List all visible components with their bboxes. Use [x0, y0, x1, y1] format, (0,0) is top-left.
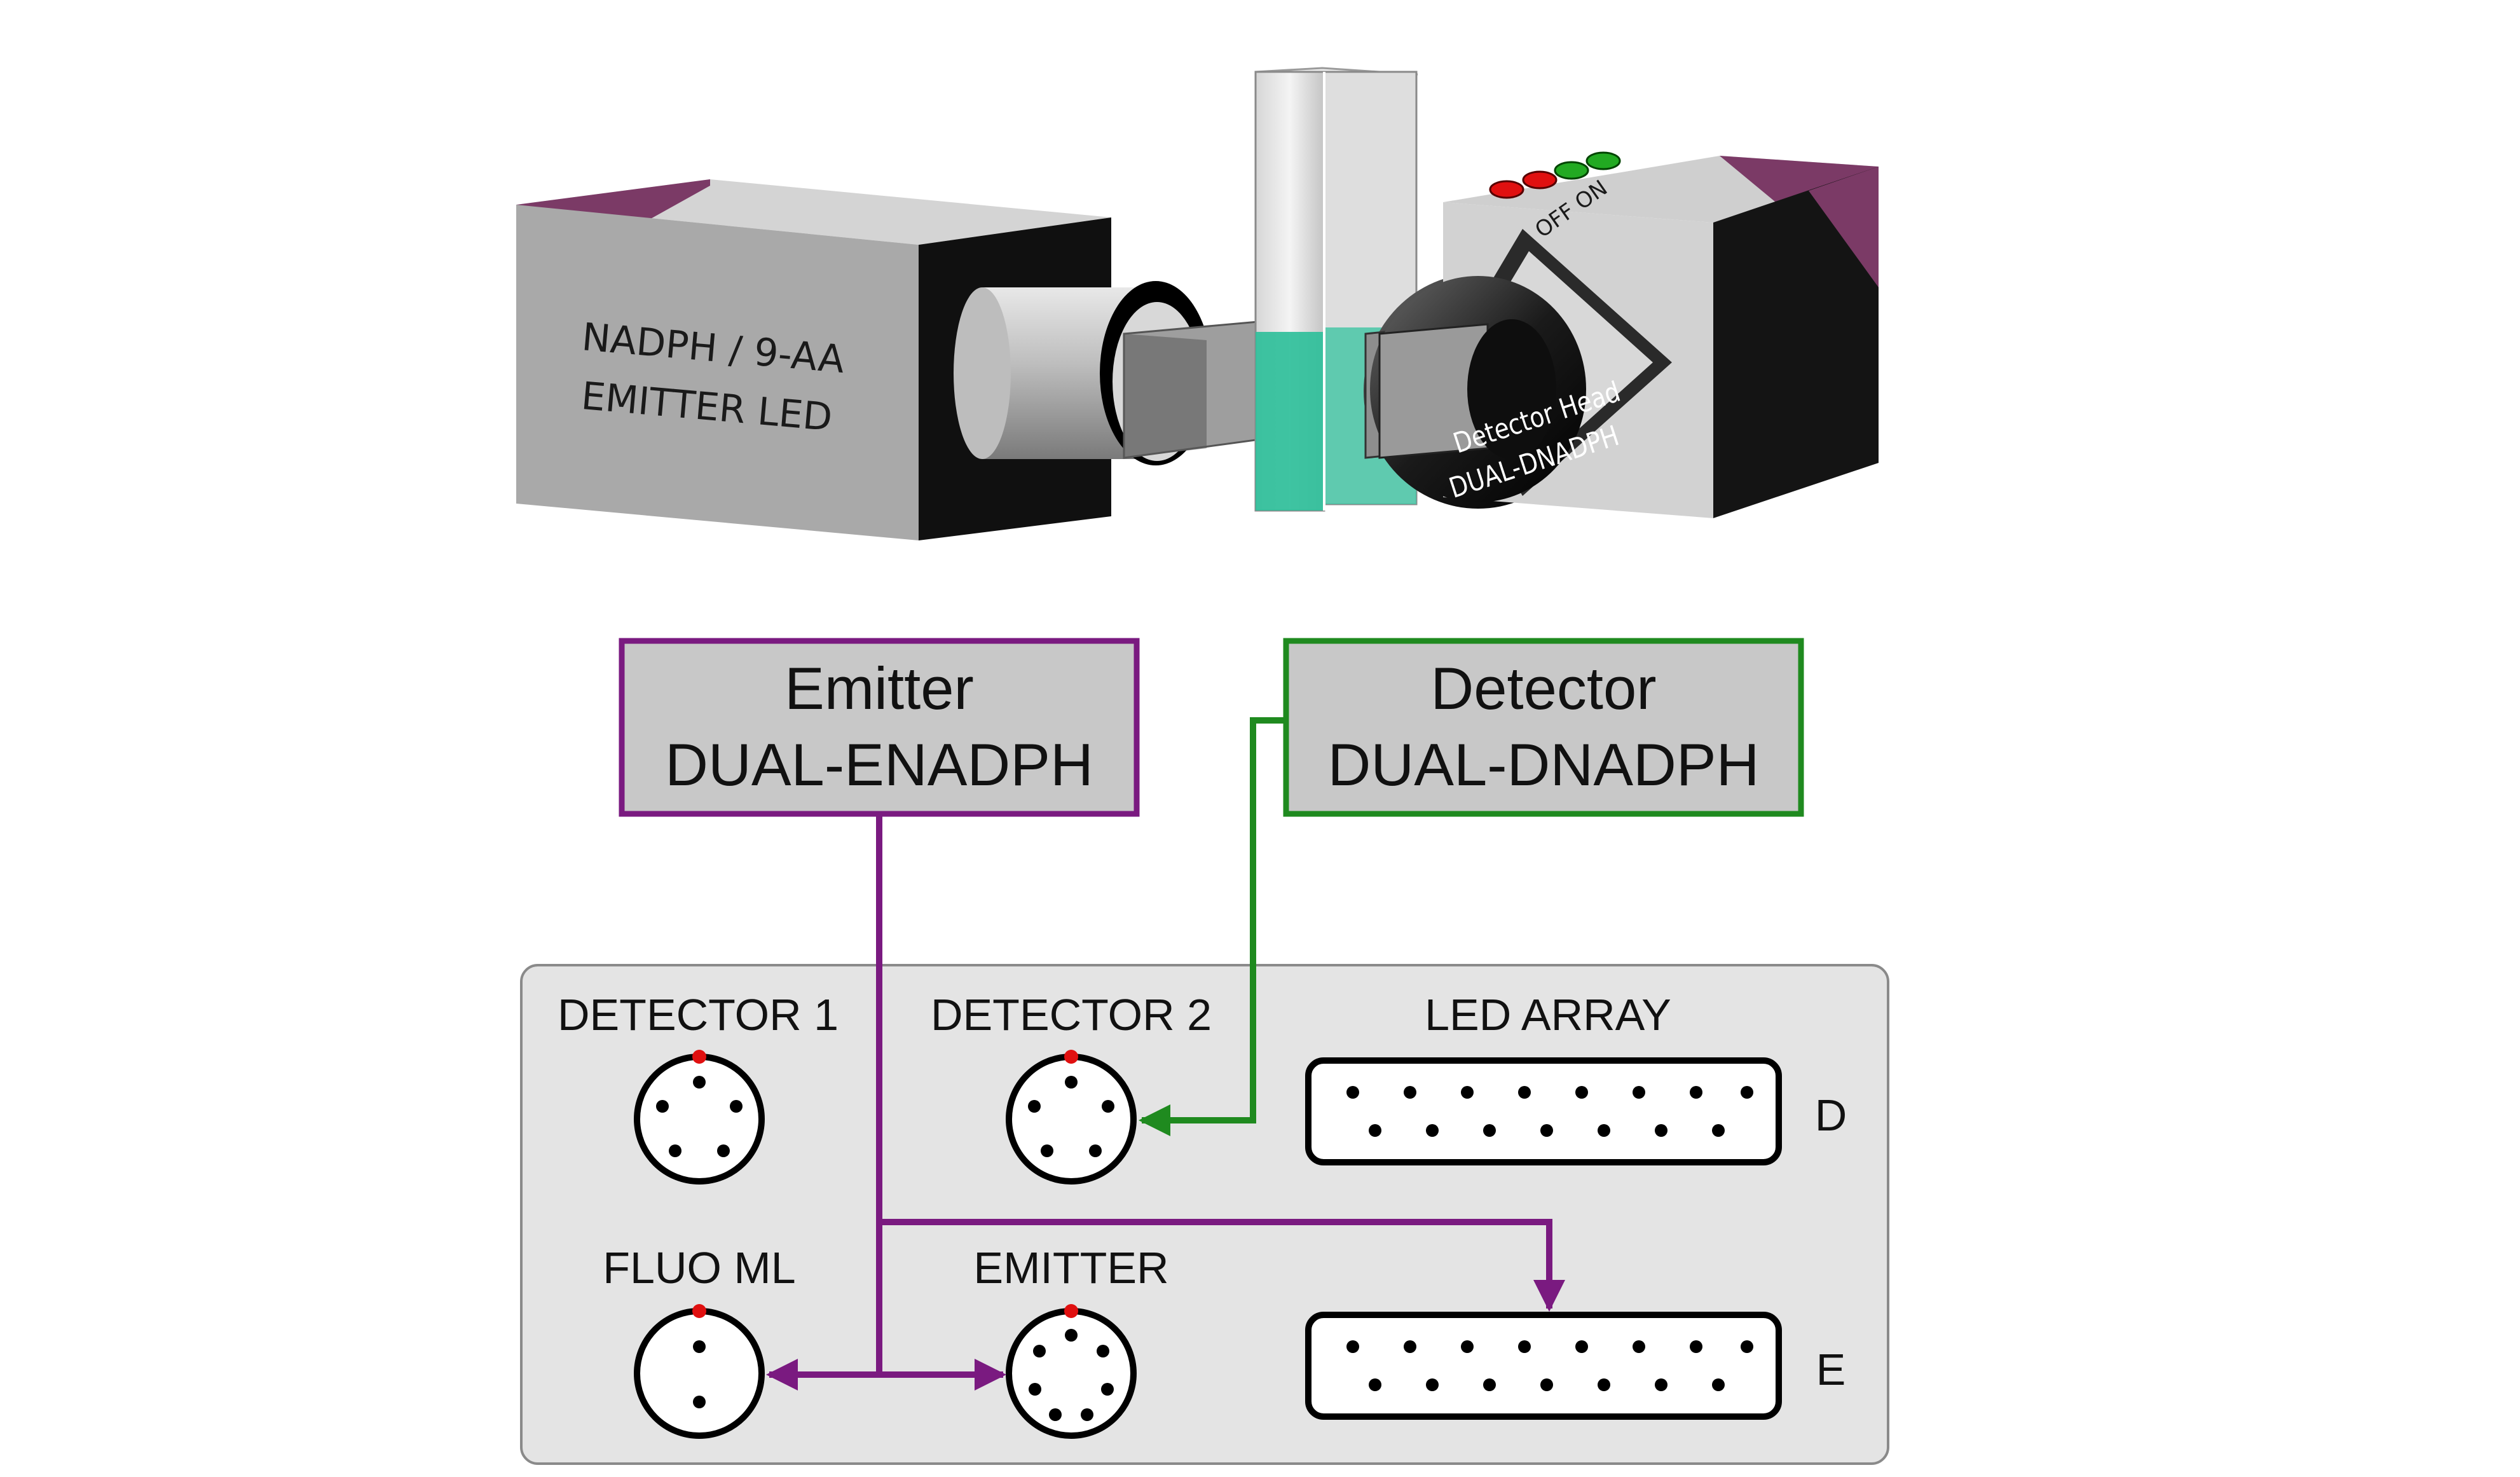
led-array-e-connector [1305, 1312, 1782, 1420]
emitter-tube-base [954, 287, 1011, 459]
detector-box-model: DUAL-DNADPH [1328, 731, 1760, 798]
emitter-key-mark [1064, 1304, 1078, 1318]
emitter-port-label: EMITTER [973, 1243, 1168, 1293]
fluo-ml-connector [634, 1304, 765, 1439]
detector1-pin [656, 1100, 669, 1113]
fluo-ml-pin [693, 1340, 706, 1353]
detector2-pin [1028, 1100, 1041, 1113]
red-led-2 [1522, 170, 1558, 189]
emitter-pin [1097, 1345, 1109, 1357]
detector2-pin [1089, 1144, 1102, 1157]
connector-panel: DETECTOR 1 DETECTOR 2 LED ARRAY FLUO ML … [520, 964, 1889, 1465]
detector1-pin [730, 1100, 743, 1113]
emitter-wiring [766, 816, 1565, 1391]
detector1-socket [634, 1054, 765, 1185]
detector-lens-core [1467, 319, 1556, 459]
emitter-box-model: DUAL-ENADPH [665, 731, 1093, 798]
cuvette-liquid-front [1256, 332, 1324, 511]
detector2-socket [1006, 1054, 1137, 1185]
emitter-box-frame [619, 638, 1140, 817]
led-array-d-connector [1305, 1057, 1782, 1165]
fluo-ml-key-mark [692, 1304, 706, 1318]
detector-to-detector2-wire [1139, 717, 1286, 1136]
detector1-key-mark [692, 1050, 706, 1064]
emitter-pin [1029, 1383, 1041, 1396]
detector2-pin [1102, 1100, 1114, 1113]
d-connector-pins [1346, 1086, 1753, 1137]
detector2-key-mark [1064, 1050, 1078, 1064]
fluo-ml-pin [693, 1396, 706, 1408]
detector2-label: DETECTOR 2 [931, 990, 1212, 1040]
detector-lens-window [1378, 323, 1489, 459]
detector1-label: DETECTOR 1 [558, 990, 839, 1040]
emitter-pin [1101, 1383, 1114, 1396]
led-array-label: LED ARRAY [1425, 990, 1671, 1040]
d-connector-shell [1305, 1057, 1782, 1165]
detector-box-frame [1283, 638, 1804, 817]
e-connector-pins [1346, 1340, 1753, 1391]
emitter-to-led-e-wire [879, 1219, 1565, 1312]
detector-head-block: OFF ON Detector Head DUAL-DNADPH [1370, 151, 1879, 518]
device-illustration: NADPH / 9-AA EMITTER LED [516, 67, 1879, 540]
fluo-ml-socket [634, 1308, 765, 1439]
emitter-optical-tube [954, 281, 1266, 465]
detector2-connector [1006, 1050, 1137, 1185]
detector-block-purple-corner-2 [1809, 167, 1879, 287]
emitter-pin [1081, 1408, 1093, 1421]
d-label: D [1815, 1090, 1847, 1140]
red-led-1 [1489, 180, 1524, 199]
detector-unit-box: Detector DUAL-DNADPH [1283, 638, 1804, 817]
detector1-pin [693, 1076, 706, 1089]
green-led-2 [1585, 151, 1621, 170]
emitter-light-guide-face [1124, 334, 1207, 458]
detector2-pin [1065, 1076, 1078, 1089]
fluo-ml-label: FLUO ML [603, 1243, 795, 1293]
detector1-pin [669, 1144, 681, 1157]
emitter-unit-box: Emitter DUAL-ENADPH [619, 638, 1140, 817]
detector1-pin [717, 1144, 730, 1157]
detector-wiring [1139, 717, 1286, 1136]
detector-box-title: Detector [1430, 655, 1656, 722]
green-led-1 [1554, 161, 1589, 180]
detector2-pin [1041, 1144, 1053, 1157]
emitter-box-title: Emitter [784, 655, 974, 722]
e-label: E [1816, 1345, 1846, 1394]
detector1-connector [634, 1050, 765, 1185]
emitter-pin [1033, 1345, 1046, 1357]
emitter-pin [1065, 1329, 1078, 1342]
detector-block-side-face [1713, 167, 1879, 518]
emitter-pin [1049, 1408, 1062, 1421]
emitter-block-front-face [516, 205, 919, 540]
e-connector-shell [1305, 1312, 1782, 1420]
emitter-connector [1006, 1304, 1137, 1439]
